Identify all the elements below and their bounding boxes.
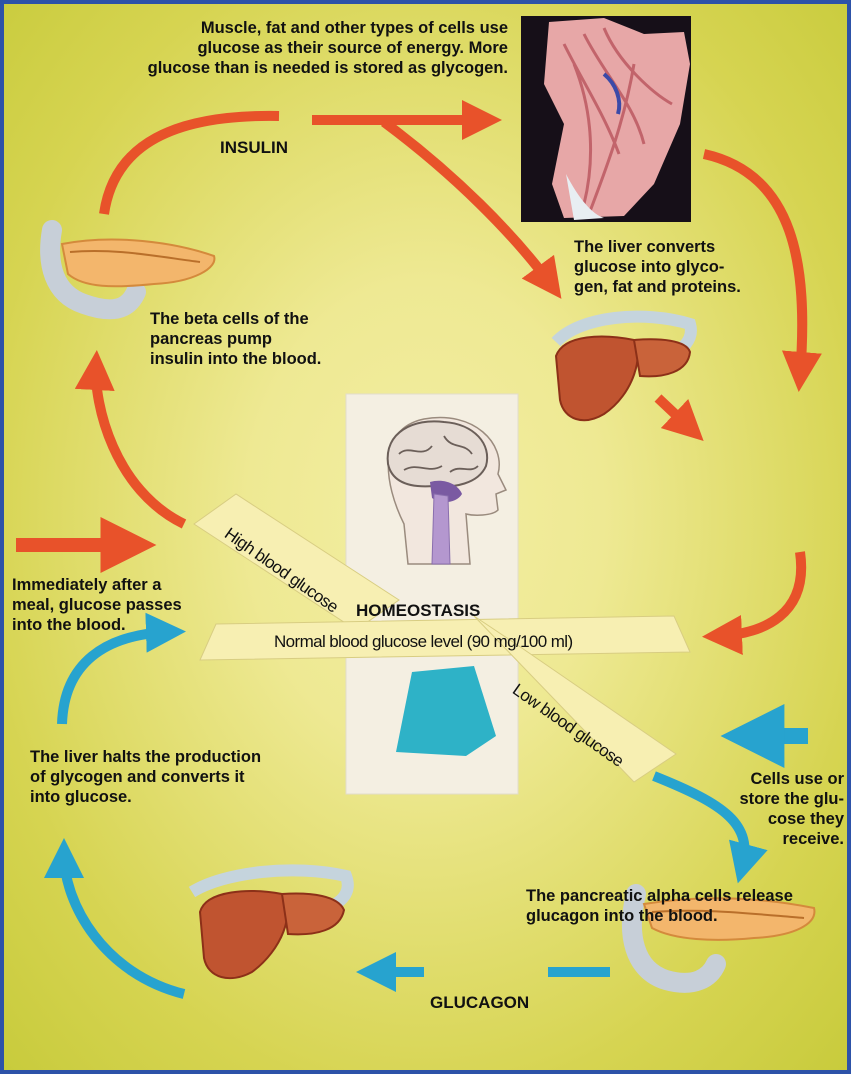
liver-converts-caption: The liver converts glucose into glyco- g…: [574, 237, 741, 297]
arrow-right-to-band: [718, 552, 801, 636]
arrow-up-to-pancreas: [96, 366, 184, 524]
homeostasis-label: HOMEOSTASIS: [356, 601, 480, 621]
arrow-insulin-arc: [104, 116, 279, 214]
beta-cells-caption: The beta cells of the pancreas pump insu…: [150, 309, 321, 369]
insulin-label: INSULIN: [220, 138, 288, 158]
arrow-liver-out: [658, 398, 692, 430]
insulin-arrows: [16, 116, 802, 636]
cells-use-caption: Cells use or store the glu- cose they re…: [704, 769, 844, 849]
muscle-caption: Muscle, fat and other types of cells use…: [104, 18, 508, 78]
glucagon-label: GLUCAGON: [430, 993, 529, 1013]
arrow-to-liver: [384, 122, 552, 286]
arrow-up-left: [62, 632, 170, 724]
arrow-bottom-arc: [64, 854, 184, 994]
glucagon-arrows: [62, 632, 808, 994]
liver-halts-caption: The liver halts the production of glycog…: [30, 747, 261, 807]
normal-level-label: Normal blood glucose level (90 mg/100 ml…: [274, 632, 573, 652]
alpha-cells-caption: The pancreatic alpha cells release gluca…: [526, 886, 793, 926]
after-meal-caption: Immediately after a meal, glucose passes…: [12, 575, 182, 635]
